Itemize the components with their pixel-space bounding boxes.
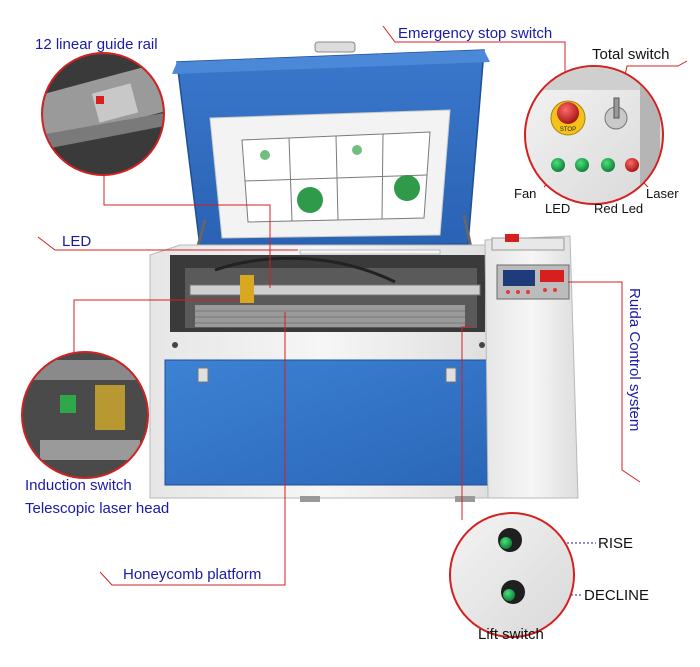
red-led-label: Red Led [594,201,644,216]
lift-switch-label: Lift switch [478,626,544,643]
lid-window [241,131,431,223]
red-led-button-icon [601,158,615,172]
inset-lift-switch [449,512,575,638]
led-panel-label: LED [545,201,571,216]
guide-rail-label: 12 linear guide rail [35,36,158,53]
decline-label: DECLINE [584,587,650,604]
induction-switch-label: Induction switch [25,477,132,494]
laser-label: Laser [646,186,679,201]
total-switch-label: Total switch [592,46,670,63]
led-button-icon [575,158,589,172]
lid [172,41,490,248]
inset-guide-rail [41,52,165,176]
laser-button-icon [625,158,639,172]
rise-label: RISE [598,535,634,552]
fan-label: Fan [514,186,537,201]
ruida-panel [496,264,570,300]
ruida-label: Ruida Control system [626,288,643,432]
stop-button-text: STOP [560,127,576,133]
machine-body [149,244,496,502]
telescopic-head-label: Telescopic laser head [25,500,170,517]
control-tower [484,234,579,499]
inset-laser-head [21,351,149,479]
inset-control-panel: STOP [524,65,664,205]
honeycomb-label: Honeycomb platform [123,566,262,583]
led-label: LED [62,233,92,250]
emergency-stop-label: Emergency stop switch [398,25,553,42]
fan-button-icon [551,158,565,172]
